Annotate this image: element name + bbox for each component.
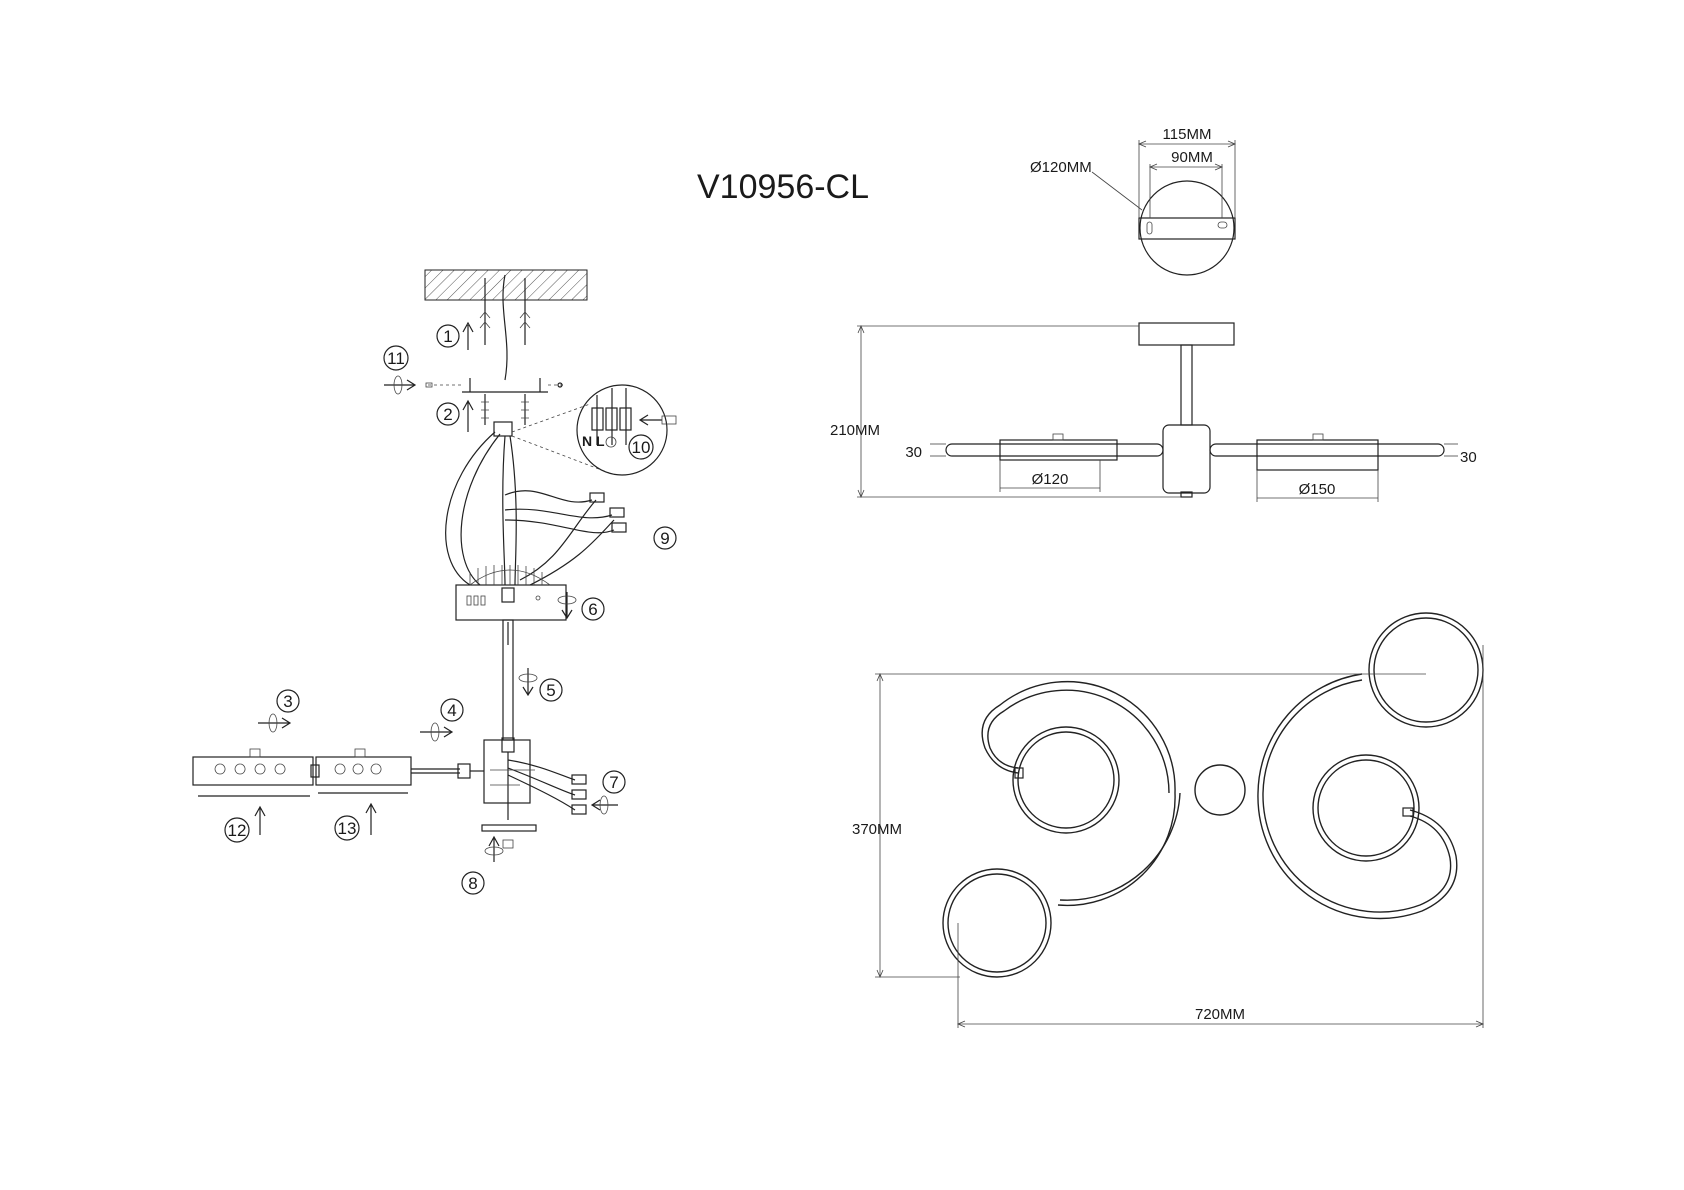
small-ring-label: Ø120	[1032, 471, 1069, 488]
hub-block-icon	[483, 739, 531, 804]
svg-text:3: 3	[283, 692, 292, 711]
side-elevation: 210MM 30 30 Ø120 Ø150	[830, 322, 1477, 502]
canopy-diameter-label: Ø120MM	[1030, 159, 1092, 176]
step-10: 10	[628, 434, 654, 460]
svg-text:11: 11	[387, 349, 405, 368]
svg-text:9: 9	[660, 529, 669, 548]
large-ring-label: Ø150	[1299, 481, 1336, 498]
bracket-width-label: 90MM	[1171, 149, 1213, 166]
width-label: 720MM	[1195, 1006, 1245, 1023]
step-5: 5	[539, 678, 563, 702]
svg-text:12: 12	[228, 821, 247, 840]
step-3: 3	[276, 689, 300, 713]
right-small-ring-icon	[1312, 754, 1420, 862]
bottom-cap-icon	[481, 824, 537, 832]
model-title: V10956-CL	[697, 168, 869, 206]
svg-text:8: 8	[468, 874, 477, 893]
neutral-label: N	[582, 433, 592, 449]
arrow-left-icon	[590, 799, 618, 811]
canopy-circle-icon	[1139, 180, 1235, 276]
center-hub-icon	[1194, 764, 1246, 816]
exploded-assembly: N L	[192, 269, 677, 895]
canopy-width-label: 115MM	[1163, 126, 1212, 143]
right-large-ring-icon	[1368, 612, 1484, 728]
left-small-ring-icon	[1012, 726, 1120, 834]
svg-text:13: 13	[338, 819, 357, 838]
step-9: 9	[653, 526, 677, 550]
arrow-right-icon	[384, 379, 417, 391]
arrow-up-icon	[462, 321, 474, 350]
svg-text:6: 6	[588, 600, 597, 619]
tube-left-label: 30	[905, 444, 922, 461]
canopy-view: 115MM 90MM Ø120MM	[1030, 126, 1237, 276]
canopy-side-icon	[1138, 322, 1235, 346]
tube-right-label: 30	[1460, 449, 1477, 466]
terminal-detail	[576, 384, 668, 476]
svg-text:1: 1	[443, 327, 452, 346]
svg-text:4: 4	[447, 701, 456, 720]
step-4: 4	[440, 698, 464, 722]
arm-segment-mid-icon	[315, 756, 412, 786]
step-1: 1	[436, 324, 460, 348]
step-12: 12	[224, 817, 250, 843]
left-large-ring-icon	[942, 868, 1052, 978]
depth-label: 370MM	[852, 821, 902, 838]
left-arm-arc-icon	[981, 681, 1176, 794]
step-13: 13	[334, 815, 360, 841]
step-7: 7	[602, 770, 626, 794]
svg-text:10: 10	[632, 438, 651, 457]
right-arm-arc-icon	[1262, 679, 1363, 794]
arrow-up-icon	[254, 805, 266, 835]
arrow-up-icon	[365, 802, 377, 835]
arrow-down-icon	[522, 668, 534, 697]
ceiling-icon	[424, 269, 588, 301]
mounting-bracket-icon	[462, 378, 548, 393]
right-arm-tube-icon	[1209, 443, 1445, 457]
step-6: 6	[581, 597, 605, 621]
live-label: L	[596, 433, 605, 449]
svg-text:5: 5	[546, 681, 555, 700]
arrow-up-icon	[488, 835, 500, 862]
hub-side-icon	[1162, 424, 1211, 494]
svg-text:2: 2	[443, 405, 452, 424]
screwdriver-icon	[638, 414, 662, 426]
arrow-up-icon	[462, 399, 474, 432]
arm-segment-left-icon	[192, 756, 314, 786]
svg-text:7: 7	[609, 773, 618, 792]
height-label: 210MM	[830, 422, 880, 439]
arrow-right-icon	[420, 726, 454, 738]
step-2: 2	[436, 402, 460, 426]
plan-view: 370MM 720MM	[852, 612, 1485, 1028]
step-11: 11	[383, 345, 409, 371]
left-arm-tube-icon	[945, 443, 1164, 457]
arrow-right-icon	[258, 717, 292, 729]
step-8: 8	[461, 871, 485, 895]
